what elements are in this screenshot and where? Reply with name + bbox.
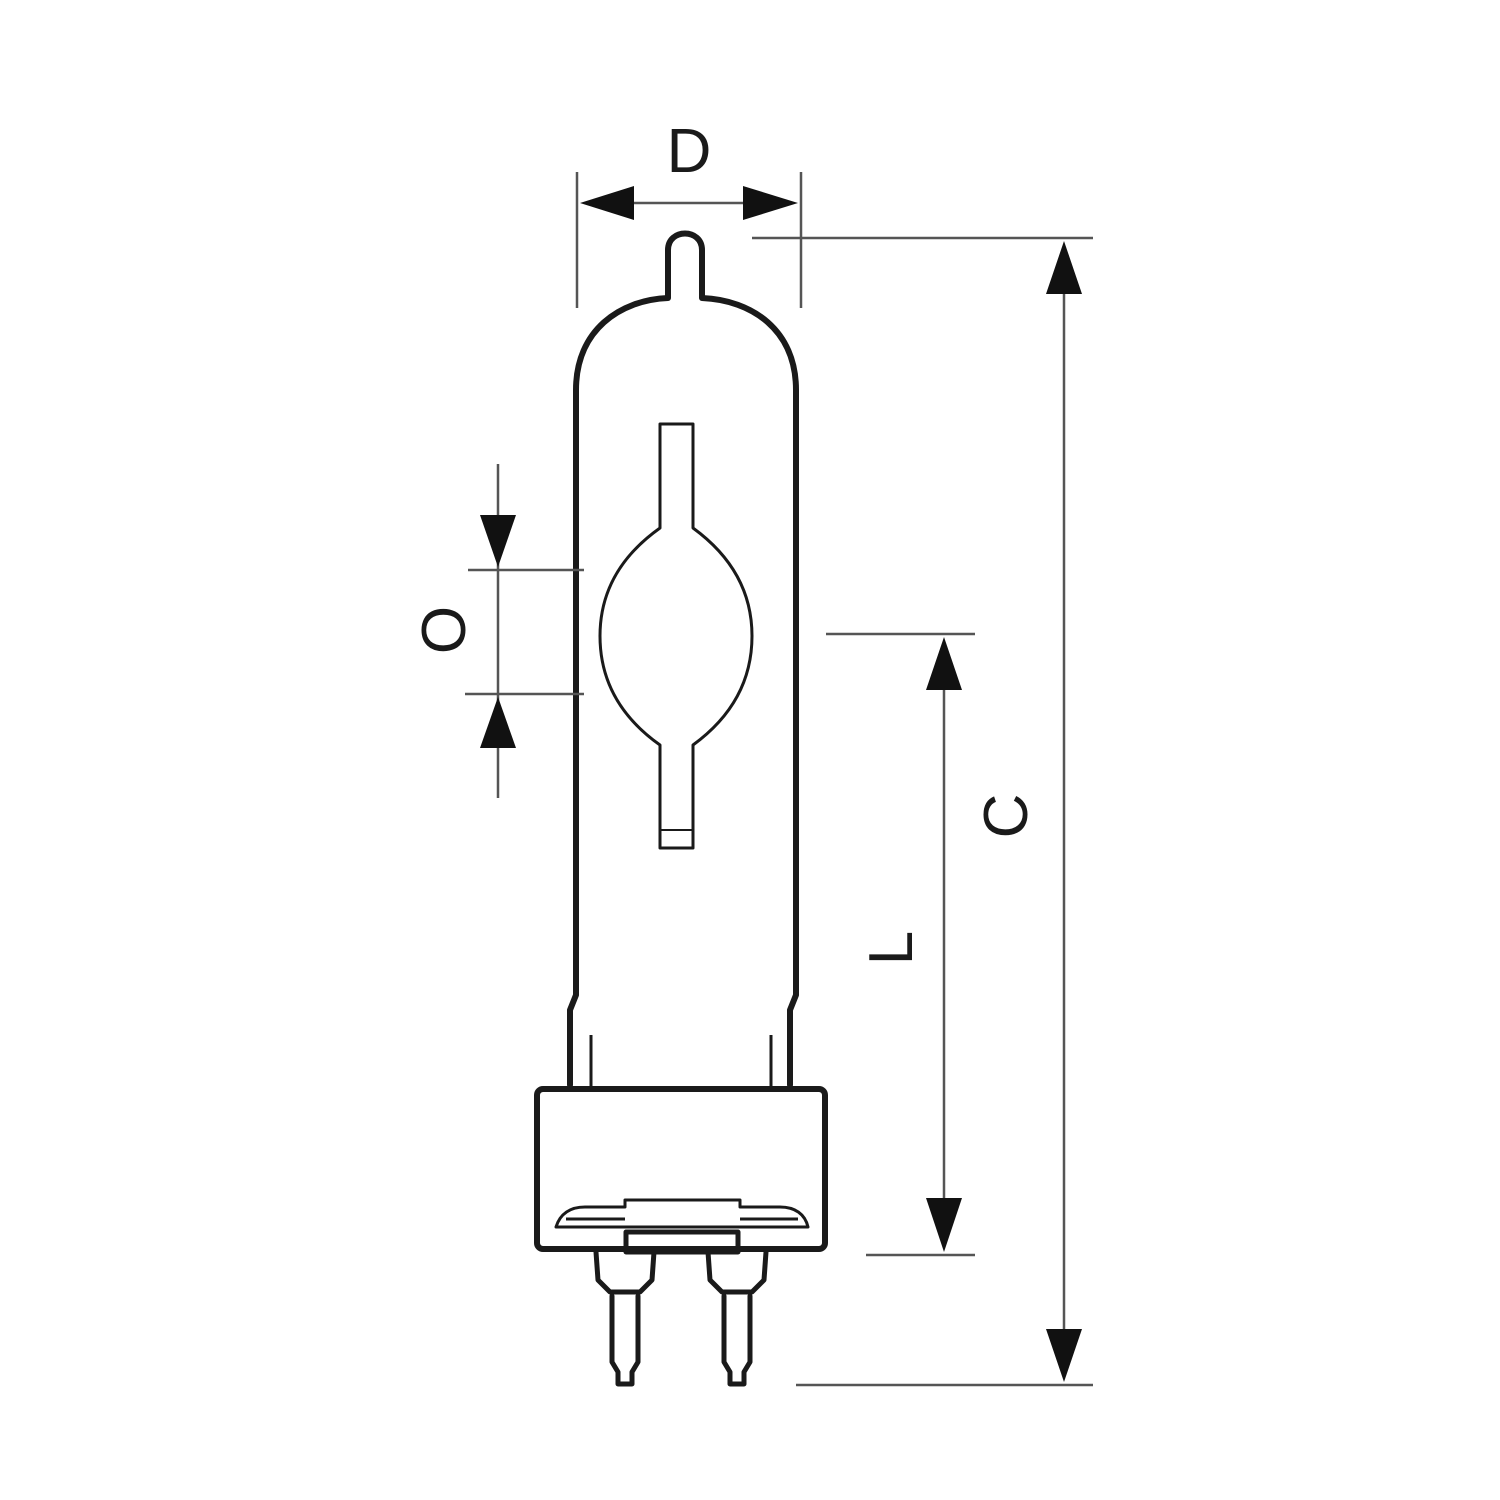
label-c: C	[972, 794, 1041, 839]
arrow-right-icon	[743, 186, 798, 220]
arrow-up-icon	[926, 637, 962, 690]
label-l: L	[857, 931, 926, 965]
lamp-base	[534, 1086, 828, 1255]
arc-tube	[598, 422, 754, 850]
dimension-o: O	[410, 464, 584, 798]
dimension-d: D	[575, 117, 803, 308]
arrow-up-icon	[480, 697, 516, 748]
label-o: O	[410, 606, 479, 654]
arrow-up-icon	[1046, 241, 1082, 294]
label-d: D	[667, 117, 712, 186]
arrow-down-icon	[926, 1198, 962, 1252]
outer-bulb	[567, 230, 799, 1088]
arrow-down-icon	[480, 515, 516, 567]
dimension-c: C	[752, 236, 1093, 1387]
contact-pins	[593, 1249, 769, 1387]
arrow-left-icon	[580, 186, 634, 220]
arrow-down-icon	[1046, 1329, 1082, 1382]
dimension-l: L	[826, 632, 975, 1257]
